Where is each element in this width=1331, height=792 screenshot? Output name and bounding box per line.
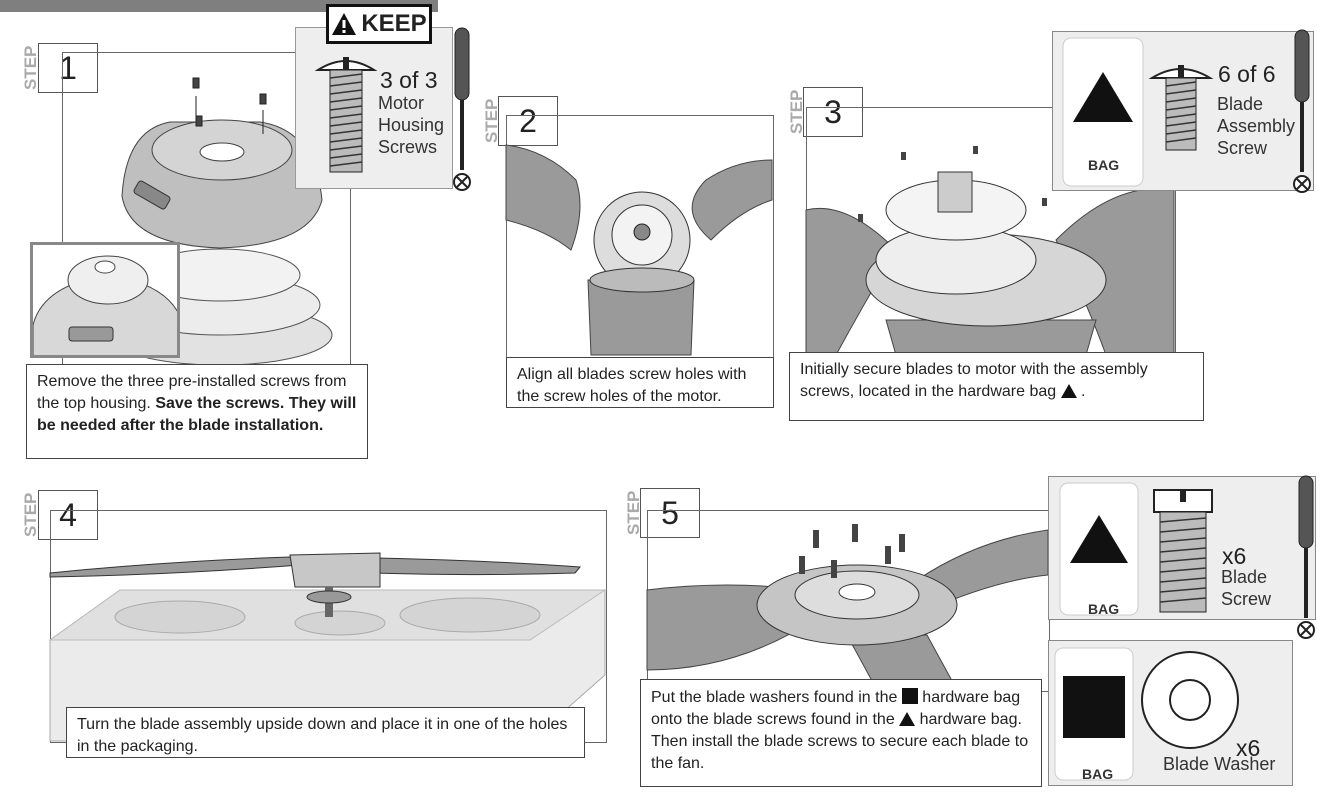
step-5-screw-name-2: Screw [1221,589,1272,609]
bag-icon [1062,37,1144,187]
step-5-caption: Put the blade washers found in the hardw… [640,679,1042,787]
step-3-hardware-name-3: Screw [1217,138,1268,158]
screwdriver-icon [1297,475,1315,639]
motor-housing-screw-icon [314,57,378,173]
warning-icon [332,13,357,35]
step-3-caption-text: Initially secure blades to motor with th… [800,361,1148,400]
keep-badge: KEEP [326,4,432,44]
step-4-illustration [48,552,607,742]
blade-washer-icon [1141,651,1239,749]
step-5-screw-bag-label: BAG [1088,601,1120,617]
step-4-caption: Turn the blade assembly upside down and … [66,707,585,758]
step-5-number: 5 [640,488,700,538]
step-3-hardware-count: 6 of 6 [1218,61,1276,87]
step-3-hardware-name-1: Blade [1217,94,1264,114]
step-5-screw-name-1: Blade [1221,567,1268,587]
step-1-caption-text: Remove the three pre-installed screws fr… [37,373,347,412]
screwdriver-icon [453,27,471,191]
step-5-caption-text-1: Put the blade washers found in the [651,689,898,706]
bag-icon [1054,647,1134,781]
step-3-bag-label: BAG [1088,157,1120,173]
step-1-hardware-name-2: Housing [378,115,445,135]
triangle-bag-icon [1060,384,1077,398]
step-1-inset [30,242,180,358]
step-5-caption-text-3: hardware bag. Then install the blade scr… [651,711,1029,772]
step-1-hardware-name-3: Screws [378,137,438,157]
step-3-number: 3 [803,87,863,137]
step-2-caption-text: Align all blades screw holes with the sc… [517,366,747,405]
step-2-illustration [505,144,773,356]
blade-screw-icon [1153,489,1213,613]
bag-icon [1059,482,1139,616]
step-3-caption: Initially secure blades to motor with th… [789,352,1204,421]
step-2-caption: Align all blades screw holes with the sc… [506,357,774,408]
step-5-washer-name: Blade Washer [1163,754,1276,774]
step-5-washer-bag-label: BAG [1082,766,1114,782]
step-1-hardware-panel [295,27,453,189]
step-2-number: 2 [498,96,558,146]
step-4-caption-text: Turn the blade assembly upside down and … [77,716,568,755]
screwdriver-icon [1293,29,1311,193]
step-1-number: 1 [38,43,98,93]
step-5-washer-count: x6 [1236,735,1261,761]
step-5-illustration [646,524,1049,691]
blade-assembly-screw-icon [1148,65,1214,151]
step-1-caption: Remove the three pre-installed screws fr… [26,364,368,459]
step-5-caption-text-2: hardware bag onto the blade screws found… [651,689,1021,728]
step-5-screw-count: x6 [1222,543,1247,569]
step-4-number: 4 [38,490,98,540]
step-3-caption-end: . [1081,383,1086,400]
step-3-hardware-name-2: Assembly [1217,116,1296,136]
step-1-hardware-count: 3 of 3 [380,67,438,93]
square-bag-icon [901,688,918,704]
step-3-illustration [805,146,1175,356]
step-1-caption-bold: Save the screws. They will be needed aft… [37,395,357,434]
triangle-bag-icon [899,712,916,726]
step-1-hardware-name-1: Motor [378,93,425,113]
keep-label: KEEP [361,10,427,37]
